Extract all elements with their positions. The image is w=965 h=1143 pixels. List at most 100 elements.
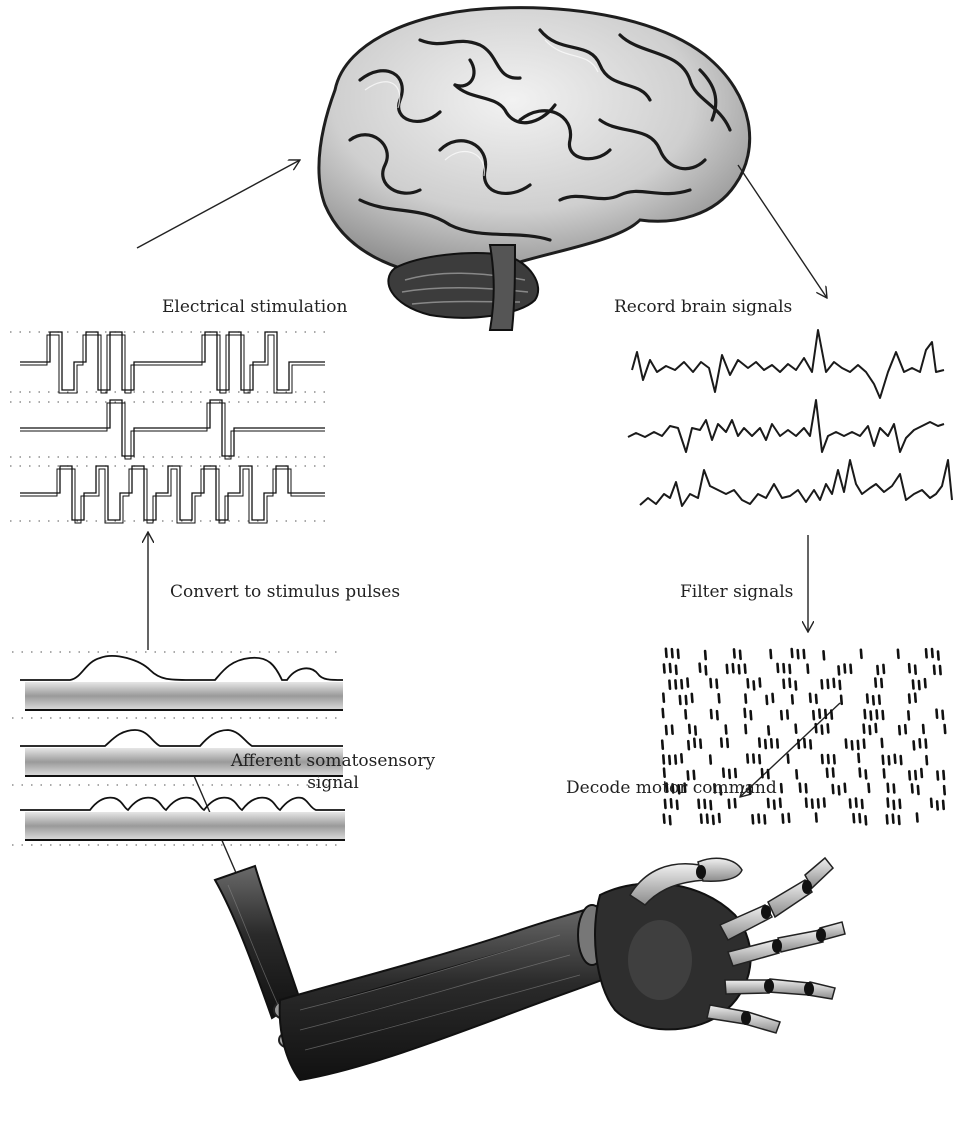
spike-mark: [800, 784, 801, 792]
spike-mark: [883, 756, 884, 764]
spike-mark: [899, 816, 900, 824]
spike-mark: [940, 666, 941, 674]
spike-mark: [740, 651, 741, 659]
spike-mark: [879, 696, 880, 704]
spike-mark: [938, 652, 939, 660]
spike-mark: [745, 695, 746, 703]
spike-mark: [796, 682, 797, 690]
spike-mark: [767, 696, 768, 704]
spike-mark: [806, 784, 807, 792]
spike-mark: [663, 694, 664, 702]
spike-mark: [681, 754, 682, 762]
spike-mark: [812, 800, 813, 808]
spike-mark: [944, 786, 945, 794]
spike-mark: [909, 695, 910, 703]
spike-mark: [727, 739, 728, 747]
spike-mark: [753, 815, 754, 823]
spike-mark: [759, 755, 760, 763]
spike-mark: [733, 664, 734, 672]
spike-mark: [747, 755, 748, 763]
spike-mark: [818, 799, 819, 807]
spike-mark: [888, 784, 889, 792]
spike-mark: [748, 679, 749, 687]
spike-mark: [828, 724, 829, 732]
spike-mark: [792, 649, 793, 657]
spike-mark: [937, 710, 938, 718]
spike-mark: [909, 664, 910, 672]
spike-mark: [846, 740, 847, 748]
spike-mark: [666, 649, 667, 657]
spike-mark: [917, 814, 918, 822]
spike-mark: [943, 801, 944, 809]
spike-mark: [861, 650, 862, 658]
spike-mark: [834, 679, 835, 687]
spike-mark: [701, 815, 702, 823]
spike-mark: [834, 755, 835, 763]
spike-mark: [745, 665, 746, 673]
spike-mark: [780, 799, 781, 807]
spike-mark: [908, 711, 909, 719]
spike-mark: [804, 650, 805, 658]
label-afferent-line1: Afferent somatosensory: [228, 750, 438, 772]
spike-mark: [819, 710, 820, 718]
spike-mark: [694, 739, 695, 747]
spike-mark: [768, 799, 769, 807]
spike-mark: [671, 799, 672, 807]
spike-mark: [675, 680, 676, 688]
spike-mark: [934, 666, 935, 674]
spike-mark: [915, 694, 916, 702]
spike-mark: [816, 695, 817, 703]
spike-mark: [804, 739, 805, 747]
spike-mark: [839, 666, 840, 674]
spike-mark: [699, 800, 700, 808]
spike-mark: [760, 679, 761, 687]
spike-mark: [771, 739, 772, 747]
label-afferent-line2: signal: [228, 772, 438, 794]
spike-mark: [816, 724, 817, 732]
spike-mark: [726, 726, 727, 734]
spike-mark: [899, 726, 900, 734]
spike-mark: [881, 679, 882, 687]
spike-mark: [666, 726, 667, 734]
spike-mark: [816, 814, 817, 822]
spike-mark: [669, 681, 670, 689]
spike-mark: [860, 769, 861, 777]
spike-mark: [790, 679, 791, 687]
spike-mark: [681, 680, 682, 688]
label-filter-signals: Filter signals: [680, 581, 793, 603]
spike-mark: [759, 815, 760, 823]
spike-mark: [875, 679, 876, 687]
spike-mark: [923, 725, 924, 733]
spike-mark: [734, 649, 735, 657]
spike-mark: [721, 739, 722, 747]
spike-mark: [669, 756, 670, 764]
spike-mark: [887, 815, 888, 823]
spike-mark: [664, 769, 665, 777]
spike-mark: [871, 712, 872, 720]
spike-mark: [876, 724, 877, 732]
spike-mark: [711, 801, 712, 809]
spike-mark: [883, 665, 884, 673]
spike-mark: [677, 801, 678, 809]
spike-mark: [856, 799, 857, 807]
label-electrical-stimulation: Electrical stimulation: [162, 296, 347, 318]
spike-mark: [762, 769, 763, 777]
spike-mark: [889, 756, 890, 764]
raw-brain-signals: [628, 330, 952, 506]
spike-mark: [711, 679, 712, 687]
spike-mark: [854, 814, 855, 822]
spike-mark: [773, 694, 774, 702]
spike-mark: [686, 696, 687, 704]
spike-mark: [717, 711, 718, 719]
spike-mark: [862, 800, 863, 808]
stimulus-pulse-trains: [10, 332, 325, 523]
spike-mark: [937, 801, 938, 809]
spike-mark: [828, 755, 829, 763]
spike-mark: [841, 696, 842, 704]
spike-mark: [784, 664, 785, 672]
spike-mark: [806, 799, 807, 807]
spike-mark: [665, 800, 666, 808]
spike-mark: [765, 815, 766, 823]
spike-mark: [920, 739, 921, 747]
